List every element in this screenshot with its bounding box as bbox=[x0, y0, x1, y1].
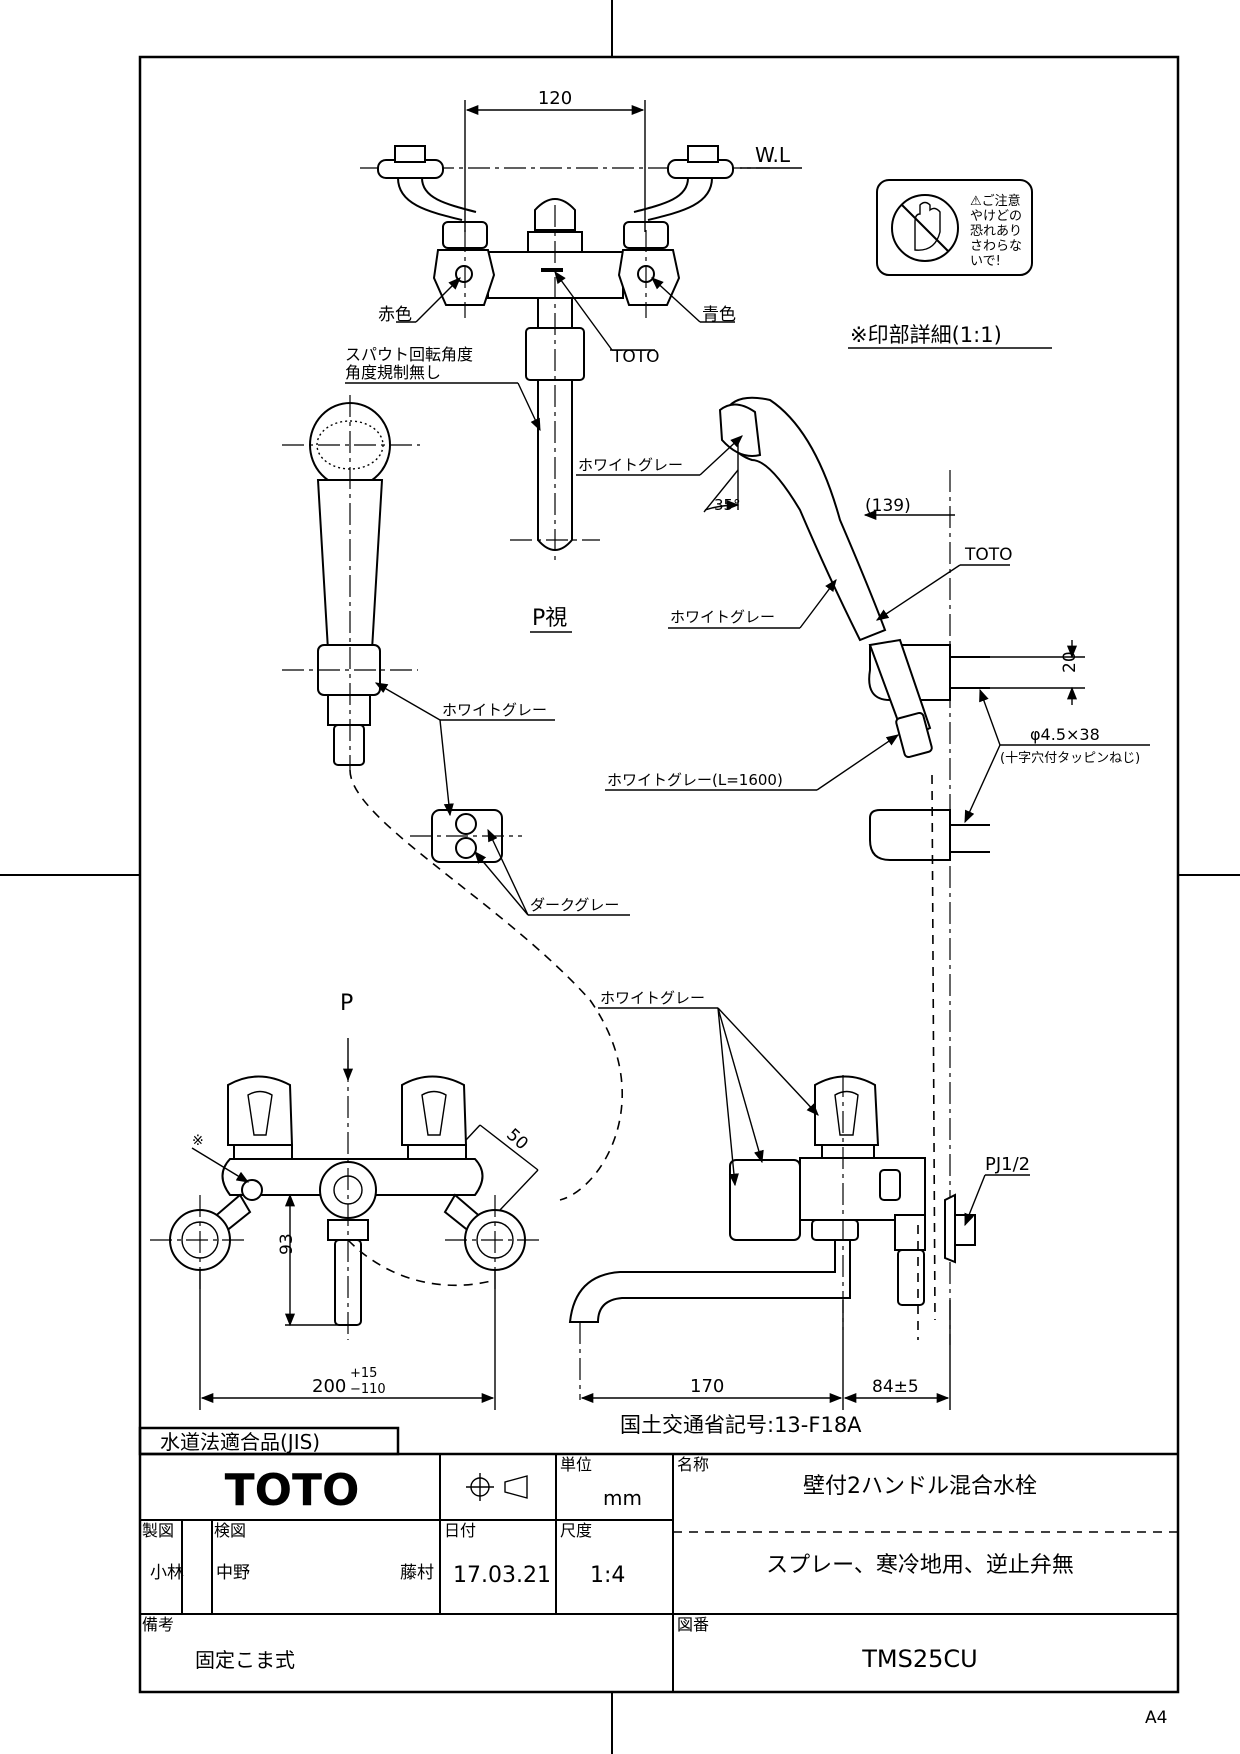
caution-line-2: やけどの bbox=[970, 209, 1022, 224]
mlit-code: 国土交通省記号:13-F18A bbox=[620, 1413, 862, 1437]
label-spout-rotation-2: 角度規制無し bbox=[345, 363, 441, 382]
label-red: 赤色 bbox=[378, 305, 412, 325]
title-block bbox=[140, 1452, 1178, 1692]
dim-angle: 35° bbox=[714, 496, 741, 514]
caution-line-5: いで! bbox=[970, 254, 1001, 269]
remarks-value: 固定こま式 bbox=[195, 1648, 295, 1672]
caution-line-1: ⚠ご注意 bbox=[970, 193, 1021, 209]
drawn-by: 小林 bbox=[150, 1563, 184, 1583]
dim-50: 50 bbox=[502, 1125, 531, 1154]
caution-line-3: 恐れあり bbox=[970, 224, 1022, 239]
dim-200-tol-plus: +15 bbox=[350, 1366, 377, 1381]
dim-84: 84±5 bbox=[872, 1377, 919, 1397]
scale-label: 尺度 bbox=[560, 1521, 592, 1540]
label-p-arrow: P bbox=[340, 991, 353, 1016]
company-logo: TOTO bbox=[225, 1465, 360, 1516]
checked-label: 検図 bbox=[214, 1521, 246, 1540]
date-value: 17.03.21 bbox=[453, 1563, 551, 1588]
date-label: 日付 bbox=[444, 1521, 476, 1540]
label-white-gray-2: ホワイトグレー bbox=[578, 456, 683, 474]
front-elevation bbox=[150, 1038, 540, 1410]
remarks-label: 備考 bbox=[142, 1615, 174, 1634]
shower-head-front-view bbox=[282, 395, 630, 1201]
product-name: 壁付2ハンドル混合水栓 bbox=[803, 1474, 1037, 1499]
label-asterisk: ※ bbox=[192, 1133, 204, 1149]
top-view bbox=[345, 100, 802, 633]
label-white-gray-4: ホワイトグレー bbox=[600, 989, 705, 1007]
label-white-gray-1: ホワイトグレー bbox=[442, 701, 547, 719]
dim-139: (139) bbox=[865, 496, 911, 516]
dim-20: 20 bbox=[1060, 651, 1080, 673]
dim-pipe: PJ1/2 bbox=[985, 1154, 1030, 1175]
product-subtitle: スプレー、寒冷地用、逆止弁無 bbox=[766, 1553, 1074, 1578]
dim-200-tol-minus: −110 bbox=[350, 1382, 386, 1397]
label-toto-top: TOTO bbox=[611, 347, 660, 367]
dim-200: 200 bbox=[312, 1376, 346, 1397]
shower-side-view bbox=[576, 396, 1150, 1345]
caution-line-4: さわらな bbox=[970, 239, 1022, 254]
water-level-label: W.L bbox=[755, 143, 791, 167]
unit-value: mm bbox=[603, 1486, 642, 1510]
dim-93: 93 bbox=[277, 1233, 297, 1255]
label-spout-rotation-1: スパウト回転角度 bbox=[345, 345, 473, 364]
drawing-no-label: 図番 bbox=[677, 1615, 709, 1634]
side-elevation bbox=[568, 774, 1030, 1410]
jis-label: 水道法適合品(JIS) bbox=[160, 1430, 320, 1454]
dim-screw: φ4.5×38 bbox=[1030, 725, 1100, 744]
sheet-size: A4 bbox=[1145, 1708, 1167, 1728]
dim-170: 170 bbox=[690, 1376, 724, 1397]
label-toto-side: TOTO bbox=[964, 545, 1013, 565]
dim-screw-note: (十字穴付タッピンねじ) bbox=[1000, 751, 1140, 766]
label-white-gray-hose: ホワイトグレー(L=1600) bbox=[607, 771, 783, 789]
label-white-gray-3: ホワイトグレー bbox=[670, 608, 775, 626]
scale-value: 1:4 bbox=[590, 1563, 625, 1588]
print-detail-note: ※印部詳細(1:1) bbox=[850, 323, 1002, 347]
label-dark-gray: ダークグレー bbox=[530, 896, 619, 914]
caution-label bbox=[876, 179, 1033, 276]
name-label: 名称 bbox=[677, 1455, 709, 1474]
drawing-no: TMS25CU bbox=[861, 1645, 977, 1673]
checked-by-1: 中野 bbox=[216, 1563, 250, 1583]
checked-by-2: 藤村 bbox=[400, 1563, 434, 1583]
unit-label: 単位 bbox=[560, 1455, 592, 1474]
drawn-label: 製図 bbox=[142, 1521, 174, 1540]
label-p-view: P視 bbox=[532, 606, 567, 631]
label-blue: 青色 bbox=[702, 305, 736, 325]
dim-120: 120 bbox=[538, 88, 572, 109]
